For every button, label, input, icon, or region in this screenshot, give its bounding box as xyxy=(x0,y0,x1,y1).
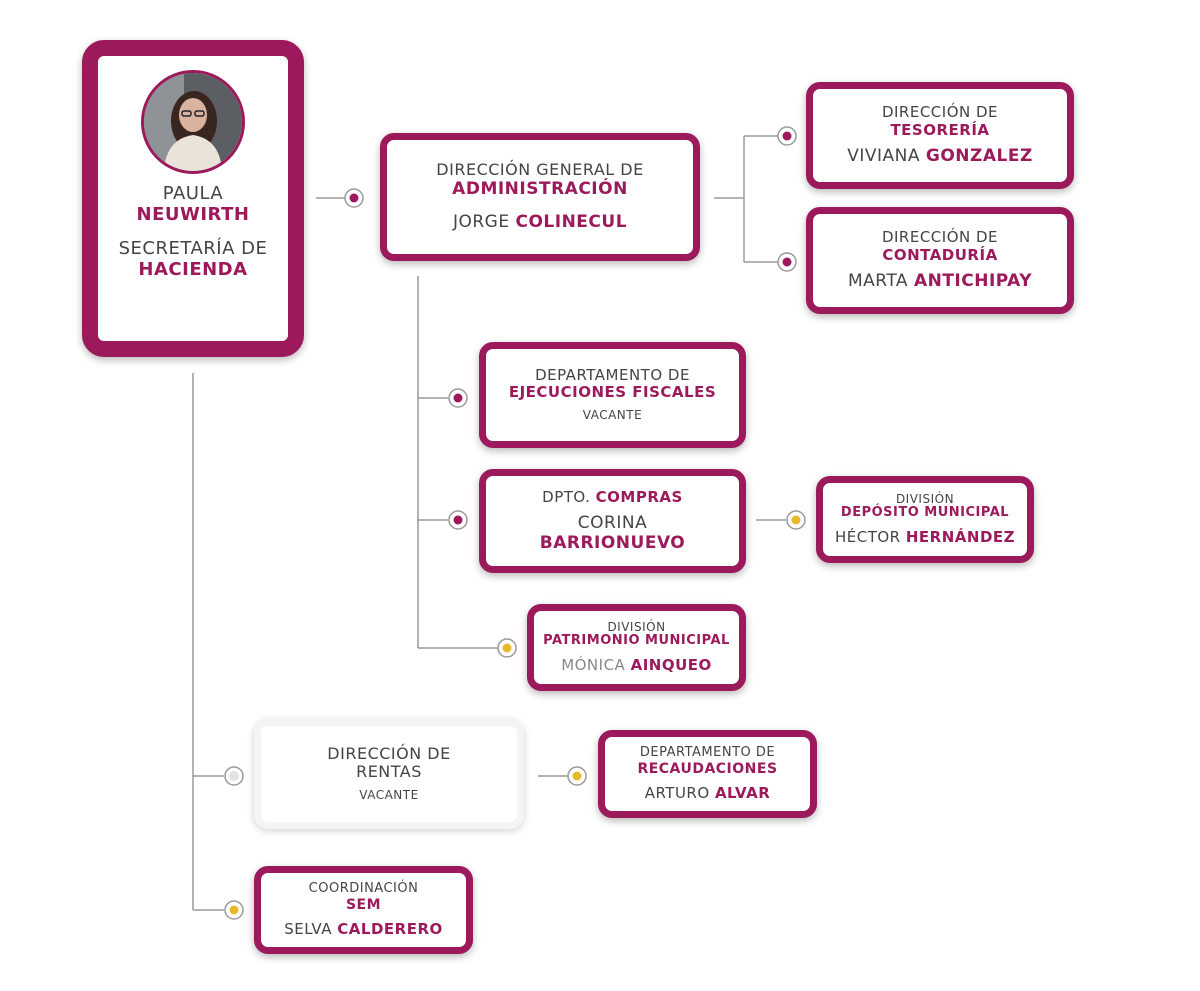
ejecuciones-status: VACANTE xyxy=(582,408,643,423)
card-division-patrimonio-municipal[interactable]: DIVISIÓN PATRIMONIO MUNICIPAL MÓNICA AIN… xyxy=(527,604,746,691)
patrimonio-person: MÓNICA AINQUEO xyxy=(561,656,712,675)
ejecuciones-title-line1: DEPARTAMENTO DE xyxy=(535,365,690,384)
deposito-person: HÉCTOR HERNÁNDEZ xyxy=(834,528,1016,547)
tesoreria-title-line2: TESORERÍA xyxy=(890,120,990,139)
patrimonio-title-line1: DIVISIÓN xyxy=(607,619,666,634)
card-direccion-general-administracion[interactable]: DIRECCIÓN GENERAL DE ADMINISTRACIÓN JORG… xyxy=(380,133,700,261)
deposito-title-line1: DIVISIÓN xyxy=(895,491,955,506)
dir-general-title-line2: ADMINISTRACIÓN xyxy=(452,178,628,199)
secretaria-last-name: NEUWIRTH xyxy=(136,203,250,225)
card-coordinacion-sem[interactable]: COORDINACIÓN SEM SELVA CALDERERO xyxy=(254,866,473,954)
card-direccion-contaduria[interactable]: DIRECCIÓN DE CONTADURÍA MARTA ANTICHIPAY xyxy=(806,207,1074,314)
compras-first-name: CORINA xyxy=(577,513,648,534)
compras-title: DPTO. COMPRAS xyxy=(542,487,683,506)
secretaria-office-line2: HACIENDA xyxy=(138,259,248,281)
card-secretaria-hacienda[interactable]: PAULA NEUWIRTH SECRETARÍA DE HACIENDA xyxy=(82,40,304,357)
card-departamento-compras[interactable]: DPTO. COMPRAS CORINA BARRIONUEVO xyxy=(479,469,746,573)
tesoreria-person: VIVIANA GONZALEZ xyxy=(847,145,1033,166)
compras-last-name: BARRIONUEVO xyxy=(539,532,686,553)
sem-title-line2: SEM xyxy=(345,896,382,913)
card-direccion-rentas[interactable]: DIRECCIÓN DE RENTAS VACANTE xyxy=(254,719,524,829)
dir-general-title-line1: DIRECCIÓN GENERAL DE xyxy=(436,160,644,180)
sem-person: SELVA CALDERERO xyxy=(284,919,443,938)
contaduria-person: MARTA ANTICHIPAY xyxy=(847,270,1033,291)
rentas-title-line1: DIRECCIÓN DE xyxy=(327,743,451,763)
contaduria-title-line1: DIRECCIÓN DE xyxy=(881,228,999,247)
patrimonio-title-line2: PATRIMONIO MUNICIPAL xyxy=(543,633,730,649)
avatar xyxy=(141,70,245,174)
card-direccion-tesoreria[interactable]: DIRECCIÓN DE TESORERÍA VIVIANA GONZALEZ xyxy=(806,82,1074,189)
card-division-deposito-municipal[interactable]: DIVISIÓN DEPÓSITO MUNICIPAL HÉCTOR HERNÁ… xyxy=(816,476,1034,563)
card-departamento-ejecuciones-fiscales[interactable]: DEPARTAMENTO DE EJECUCIONES FISCALES VAC… xyxy=(479,342,746,448)
recaudaciones-person: ARTURO ALVAR xyxy=(644,783,771,802)
deposito-title-line2: DEPÓSITO MUNICIPAL xyxy=(840,505,1010,521)
ejecuciones-title-line2: EJECUCIONES FISCALES xyxy=(508,383,717,402)
secretaria-office-line1: SECRETARÍA DE xyxy=(118,238,268,260)
tesoreria-title-line1: DIRECCIÓN DE xyxy=(881,103,999,122)
contaduria-title-line2: CONTADURÍA xyxy=(882,245,998,264)
recaudaciones-title-line1: DEPARTAMENTO DE xyxy=(639,744,776,760)
dir-general-person: JORGE COLINECUL xyxy=(452,212,628,233)
recaudaciones-title-line2: RECAUDACIONES xyxy=(637,760,778,777)
secretaria-first-name: PAULA xyxy=(162,183,224,204)
rentas-title-line2: RENTAS xyxy=(356,762,422,782)
sem-title-line1: COORDINACIÓN xyxy=(308,880,419,896)
rentas-status: VACANTE xyxy=(359,788,419,803)
card-departamento-recaudaciones[interactable]: DEPARTAMENTO DE RECAUDACIONES ARTURO ALV… xyxy=(598,730,817,818)
